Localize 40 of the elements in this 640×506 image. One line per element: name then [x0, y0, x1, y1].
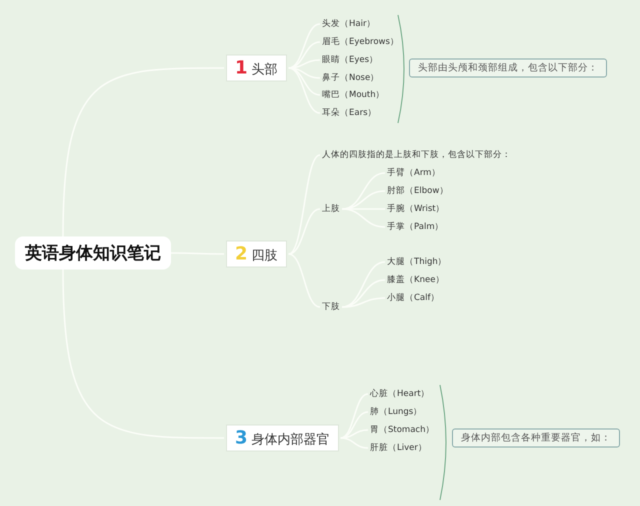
title-box: 英语身体知识笔记 [15, 236, 171, 270]
topic-text: 耳朵（Ears） [322, 107, 377, 119]
topic-text: 手腕（Wrist） [387, 203, 445, 215]
topic-text: 肝脏（Liver） [370, 442, 427, 454]
topic-label: 身体内部器官 [252, 432, 330, 448]
branch-line [62, 67, 224, 237]
topic-box [226, 240, 287, 268]
topic-text: 手掌（Palm） [387, 221, 444, 233]
branch-line [340, 393, 368, 439]
topic-text: 膝盖（Knee） [387, 274, 444, 286]
topic-text: 胃（Stomach） [370, 424, 434, 436]
topic-text: 嘴巴（Mouth） [322, 89, 385, 101]
topic-number: 2 [235, 244, 248, 264]
topic-number: 3 [235, 428, 248, 448]
topic-text: 眉毛（Eyebrows） [322, 36, 399, 48]
topic-label: 四肢 [252, 248, 278, 264]
summary-box: 头部由头颅和颈部组成，包含以下部分： [409, 58, 607, 78]
topic-text: 上肢 [322, 203, 340, 215]
topic-text: 小腿（Calf） [387, 292, 440, 304]
branch-line [288, 67, 320, 114]
topic-text: 肺（Lungs） [370, 406, 422, 418]
topic-text: 眼睛（Eyes） [322, 54, 378, 66]
branch-line [288, 23, 320, 69]
topic-label: 头部 [252, 62, 278, 78]
topic-text: 大腿（Thigh） [387, 256, 447, 268]
branch-line [62, 269, 224, 439]
topic-text: 手臂（Arm） [387, 167, 440, 179]
topic-text: 下肢 [322, 301, 340, 313]
branch-line [288, 154, 320, 255]
topic-text: 人体的四肢指的是上肢和下肢，包含以下部分： [322, 149, 511, 161]
topic-text: 心脏（Heart） [370, 388, 430, 400]
summary-box: 身体内部包含各种重要器官，如： [452, 428, 620, 448]
topic-number: 1 [235, 58, 248, 78]
topic-text: 鼻子（Nose） [322, 72, 380, 84]
topic-box [226, 54, 287, 82]
topic-text: 头发（Hair） [322, 18, 376, 30]
branch-line [288, 253, 320, 308]
topic-box [226, 424, 339, 452]
topic-text: 肘部（Elbow） [387, 185, 448, 197]
branch-line [340, 437, 368, 449]
